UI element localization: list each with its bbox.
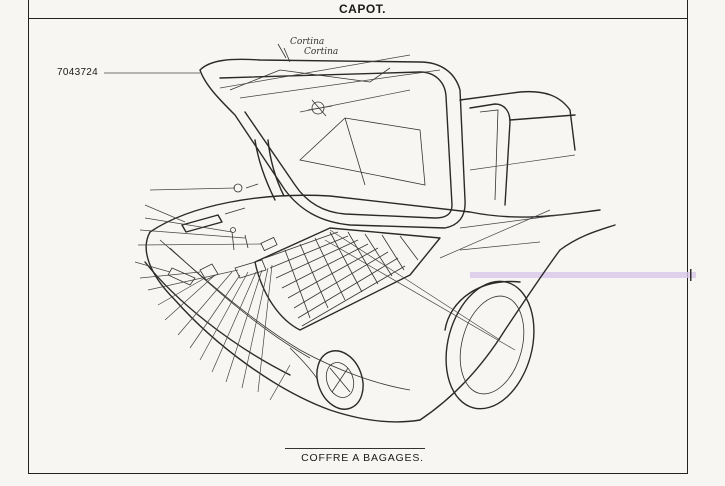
page-frame [28,0,688,474]
header-rule [28,18,688,19]
callout-leaders [104,54,576,401]
figure-caption: COFFRE A BAGAGES. [301,452,424,464]
hardware-parts [167,183,278,286]
cortina-badge: Cortina Cortina [277,37,338,63]
trunk-mat [254,227,441,331]
footer-rule [285,448,425,449]
trunk-lid [199,58,466,229]
badge-script-top: Cortina [290,37,324,47]
section-title: CAPOT. [338,2,386,16]
scan-mark [690,269,692,281]
badge-script-bottom: Cortina [304,47,338,57]
part-number-callout: 7043724 [57,67,99,78]
scan-stripe [470,272,696,278]
